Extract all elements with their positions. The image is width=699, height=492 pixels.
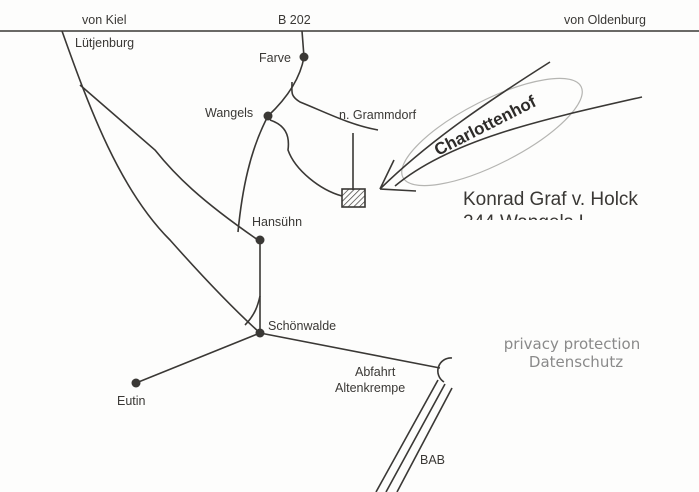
town-marker-eutin: [131, 378, 141, 388]
label-bab: BAB: [420, 453, 445, 467]
label-b202: B 202: [278, 13, 311, 27]
town-marker-schoenwalde: [255, 328, 265, 338]
destination-marker: [341, 188, 366, 208]
label-abfahrt: Abfahrt: [355, 365, 396, 379]
label-grammdorf: n. Grammdorf: [339, 108, 417, 122]
label-von-oldenburg: von Oldenburg: [564, 13, 646, 27]
label-eutin: Eutin: [117, 394, 146, 408]
label-schoenwalde: Schönwalde: [268, 319, 336, 333]
label-altenkrempe: Altenkrempe: [335, 381, 405, 395]
watermark-line2: Datenschutz: [529, 353, 623, 371]
address: 244 Wangels I: [463, 212, 584, 233]
road-network: [61, 30, 453, 492]
watermark-line1: privacy protection: [504, 335, 640, 353]
arrow-icon: [379, 61, 643, 192]
label-farve: Farve: [259, 51, 291, 65]
town-marker-farve: [299, 52, 309, 62]
label-hansuehn: Hansühn: [252, 215, 302, 229]
town-marker-wangels: [263, 111, 273, 121]
owner-name: Konrad Graf v. Holck: [463, 189, 638, 210]
label-luetjenburg: Lütjenburg: [75, 36, 134, 50]
label-von-kiel: von Kiel: [82, 13, 126, 27]
label-wangels: Wangels: [205, 106, 253, 120]
town-marker-hansuehn: [255, 235, 265, 245]
